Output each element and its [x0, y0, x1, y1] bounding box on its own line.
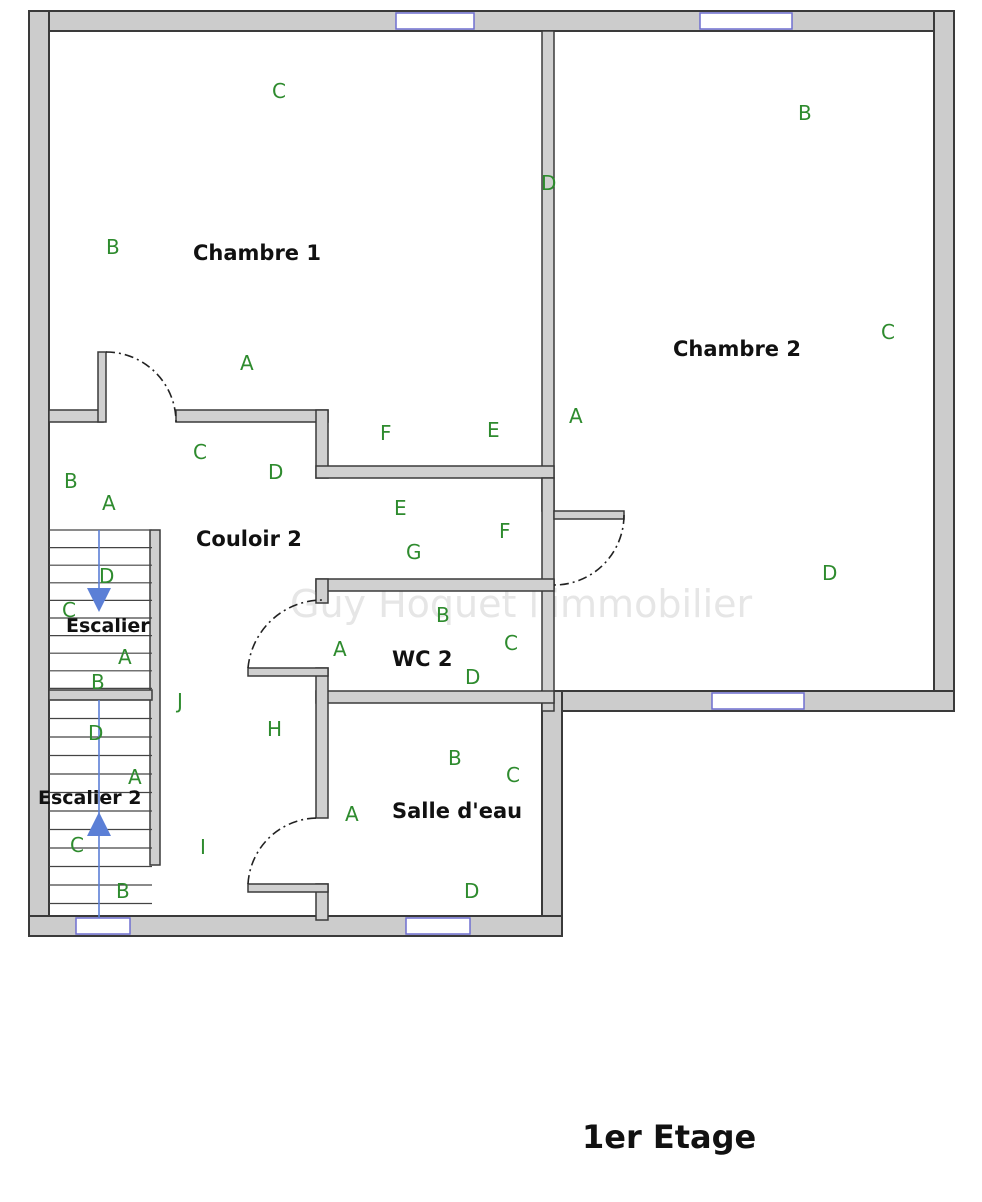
- wall-marker: A: [240, 351, 254, 375]
- wall-marker: D: [822, 561, 837, 585]
- wall-marker: B: [106, 235, 120, 259]
- wall-marker: A: [102, 491, 116, 515]
- room-label-wc: WC 2: [392, 647, 453, 671]
- door-chambre1[interactable]: [105, 351, 177, 423]
- room-label-chambre2: Chambre 2: [673, 337, 801, 361]
- wall-marker: E: [394, 496, 407, 520]
- wall-marker: D: [268, 460, 283, 484]
- wall-marker: F: [499, 519, 511, 543]
- wall-marker: C: [70, 833, 84, 857]
- wall-marker: A: [569, 404, 583, 428]
- wall-marker: F: [380, 421, 392, 445]
- wall-marker: D: [465, 665, 480, 689]
- wall-marker: G: [406, 540, 422, 564]
- wall-marker: H: [267, 717, 282, 741]
- wall-marker: B: [64, 469, 78, 493]
- floor-title: 1er Etage: [582, 1118, 756, 1156]
- room-label-salle-eau: Salle d'eau: [392, 799, 522, 823]
- room-label-escalier: Escalier: [66, 615, 150, 637]
- wall-marker: B: [798, 101, 812, 125]
- stair-up-arrow-icon: [87, 812, 111, 836]
- wall-marker: A: [128, 765, 142, 789]
- wall-marker: E: [487, 418, 500, 442]
- wall-marker: D: [99, 564, 114, 588]
- wall-marker: J: [175, 689, 183, 713]
- door-salle-eau[interactable]: [247, 817, 319, 885]
- wall-marker: C: [193, 440, 207, 464]
- room-label-chambre1: Chambre 1: [193, 241, 321, 265]
- wall-marker: C: [881, 320, 895, 344]
- room-label-escalier2: Escalier 2: [38, 787, 142, 809]
- wall-marker: D: [541, 171, 556, 195]
- wall-marker: A: [333, 637, 347, 661]
- wall-markers: C B A D F E B C A D B A C D E F G J H I …: [62, 79, 895, 903]
- wall-marker: B: [116, 879, 130, 903]
- wall-marker: I: [200, 835, 206, 859]
- door-chambre2[interactable]: [553, 514, 625, 586]
- wall-marker: B: [91, 670, 105, 694]
- wall-marker: B: [436, 603, 450, 627]
- wall-marker: C: [504, 631, 518, 655]
- door-wc[interactable]: [247, 599, 323, 669]
- windows: [75, 12, 805, 935]
- inner-walls: [48, 30, 625, 921]
- wall-marker: A: [118, 645, 132, 669]
- room-label-couloir: Couloir 2: [196, 527, 302, 551]
- stairs: [49, 529, 152, 905]
- wall-marker: B: [448, 746, 462, 770]
- stair-arrows: [87, 530, 111, 918]
- door-swings: [105, 351, 625, 885]
- wall-marker: C: [272, 79, 286, 103]
- room-labels: Chambre 1 Chambre 2 Couloir 2 WC 2 Salle…: [38, 241, 801, 823]
- wall-marker: D: [464, 879, 479, 903]
- wall-marker: A: [345, 802, 359, 826]
- wall-marker: D: [88, 721, 103, 745]
- stair-down-arrow-icon: [87, 588, 111, 612]
- wall-marker: C: [506, 763, 520, 787]
- wall-marker: C: [62, 598, 76, 622]
